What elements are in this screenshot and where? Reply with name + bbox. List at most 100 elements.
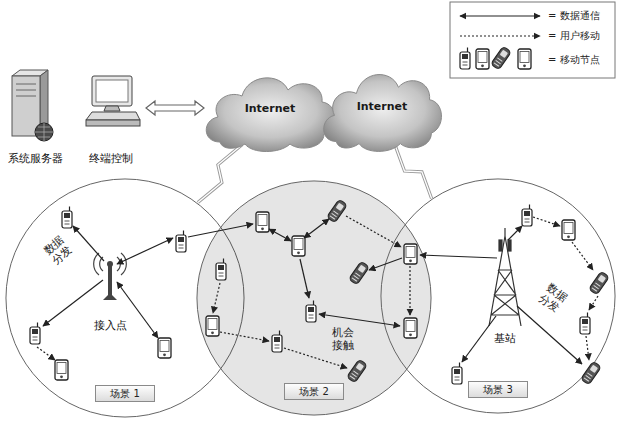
data-arrow: [117, 238, 173, 264]
phone: [452, 363, 462, 385]
server-node: 系统服务器: [2, 70, 68, 166]
move-arrow: [586, 336, 589, 360]
server-slots: [16, 84, 36, 96]
data-arrow: [420, 255, 497, 258]
scene-outline: [196, 180, 432, 416]
phone: [347, 359, 368, 383]
monitor: [92, 76, 132, 106]
phone: [404, 244, 417, 264]
node-label: 基站: [494, 332, 516, 345]
move-arrow: [346, 216, 401, 247]
computer-icon: [86, 76, 140, 126]
scene-label: 场景 1: [95, 385, 155, 402]
globe-lines: [35, 123, 53, 141]
wireless-link: [395, 144, 432, 198]
phone: [327, 199, 348, 223]
radio-waves: [94, 253, 127, 275]
phone: [62, 207, 72, 229]
move-arrow: [409, 266, 410, 315]
annotation-label: 数据 分发: [40, 232, 76, 268]
scene-label: 场景 3: [468, 381, 528, 398]
legend-text: = 移动节点: [548, 54, 600, 66]
legend-phone: [460, 48, 470, 70]
phone: [216, 259, 226, 281]
data-arrow: [300, 259, 309, 298]
cloud-label: Internet: [245, 102, 296, 115]
tower-icon: [489, 228, 521, 326]
tower-lattice: [489, 228, 521, 326]
data-arrow: [304, 219, 329, 238]
move-arrow: [533, 217, 560, 226]
scene-ring: [197, 181, 431, 415]
legend-sample-line: [460, 15, 540, 16]
bolt-core: [198, 145, 242, 203]
bolt-outline: [198, 145, 242, 203]
screen: [96, 80, 128, 102]
legend-text: = 用户移动: [548, 30, 600, 42]
data-arrow: [269, 229, 291, 241]
tower-panel: [508, 240, 511, 251]
data-arrow: [319, 314, 400, 326]
phone: [349, 261, 370, 285]
phone: [292, 236, 305, 256]
phone: [55, 360, 68, 380]
legend-sample-dotted: [460, 35, 540, 36]
node-label: 接入点: [94, 319, 127, 332]
scene-outline: [5, 178, 245, 418]
move-arrow: [572, 242, 593, 270]
phone: [306, 301, 316, 323]
keyboard-front: [86, 120, 140, 126]
cloud-outline: [324, 75, 442, 152]
annotation-label: 数据 分发: [535, 280, 571, 316]
legend-text: = 数据通信: [548, 10, 600, 22]
terminal-node: 终端控制: [78, 70, 144, 166]
phone: [30, 323, 40, 345]
node-label: 终端控制: [89, 152, 133, 165]
wireless-link: [198, 145, 242, 203]
connector: [146, 101, 204, 115]
internet-cloud: Internet: [200, 62, 340, 154]
globe-icon: [35, 123, 53, 141]
data-arrow: [369, 258, 402, 270]
phone: [158, 338, 171, 358]
node-links: [37, 216, 598, 368]
move-arrow: [589, 296, 598, 310]
phone: [256, 212, 269, 232]
antenna-base: [103, 293, 117, 300]
antenna-head: [107, 261, 113, 267]
phone: [581, 361, 602, 385]
annotation-label: 机会 接触: [330, 326, 355, 352]
scene-outline: [380, 178, 616, 414]
cloud-label: Internet: [357, 100, 408, 113]
data-arrow: [462, 316, 496, 362]
scene-circle: 场景 3 基站: [380, 178, 616, 414]
bolt-outline: [395, 144, 432, 198]
legend-phone: [491, 46, 512, 70]
data-arrow: [73, 226, 104, 261]
tower-panel: [499, 240, 502, 251]
scene-circle: 场景 1 接入点: [5, 178, 245, 418]
phone: [562, 220, 575, 240]
phone: [176, 231, 186, 253]
bolt-core: [395, 144, 432, 198]
phone: [522, 205, 532, 227]
legend-phone: [518, 49, 531, 69]
keyboard: [86, 112, 140, 120]
phone: [580, 313, 590, 335]
move-arrow: [220, 332, 269, 341]
scene-ring: [6, 179, 244, 417]
server-icon: [12, 70, 53, 141]
move-arrow: [37, 347, 55, 360]
phone: [272, 331, 282, 353]
phone: [206, 316, 219, 336]
scene-label: 场景 2: [284, 383, 344, 400]
scene-ring: [381, 179, 615, 413]
node-label: 系统服务器: [8, 152, 63, 165]
internet-cloud: Internet: [318, 58, 446, 154]
phone: [589, 271, 610, 295]
data-arrow: [508, 226, 522, 240]
phone: [404, 318, 417, 338]
